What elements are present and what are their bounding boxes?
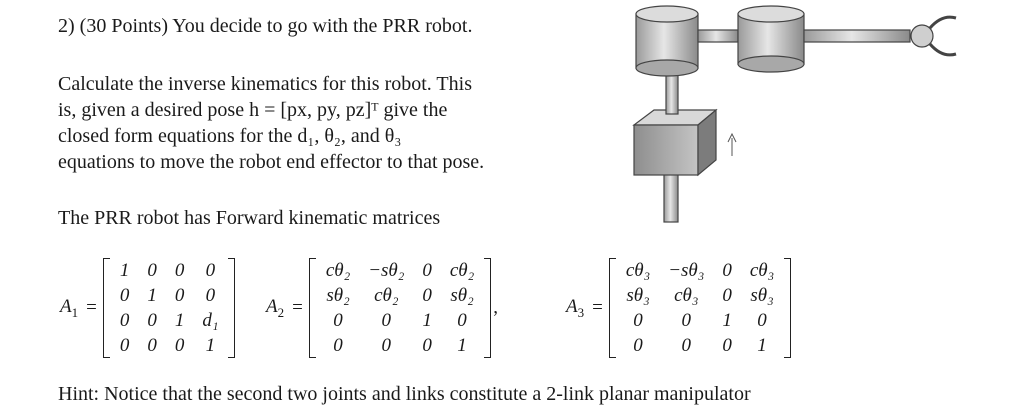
matrix-cell: 0 — [681, 309, 692, 331]
prismatic-box-side — [697, 108, 717, 177]
task-line-4: equations to move the robot end effector… — [58, 151, 485, 173]
prismatic-box — [633, 124, 699, 176]
matrix-cell: d₁ — [202, 309, 219, 331]
matrix-cell: cθ₂ — [374, 284, 399, 306]
matrix-row: 0 0 0 1 — [317, 333, 483, 358]
matrix-cell: 0 — [147, 309, 157, 331]
matrix-cell: 0 — [119, 309, 130, 331]
matrix-cell: −sθ₂ — [368, 259, 405, 281]
matrix-a2: A2 = cθ₂ −sθ₂ 0 cθ₂ sθ₂ cθ₂ 0 sθ₂ 0 0 1 … — [266, 256, 502, 360]
equals-sign: = — [86, 297, 97, 318]
matrix-cell: 0 — [422, 259, 432, 281]
link-2 — [697, 29, 739, 43]
base-rod — [663, 169, 679, 223]
matrix-cell: sθ₂ — [450, 284, 474, 306]
matrix-cell: 0 — [633, 309, 643, 331]
matrix-cell: 1 — [422, 309, 432, 331]
matrix-cell: 0 — [381, 309, 392, 331]
motion-arrow — [727, 132, 737, 156]
matrix-row: 1 0 0 0 — [111, 258, 228, 283]
problem-heading: 2) (30 Points) You decide to go with the… — [58, 15, 473, 37]
matrix-cell: 0 — [457, 309, 467, 331]
matrix-row: cθ₃ −sθ₃ 0 cθ₃ — [617, 258, 783, 283]
task-line-3: closed form equations for the d₁, θ₂, an… — [58, 125, 402, 147]
matrix-cell: cθ₂ — [325, 259, 351, 281]
matrix-cell: cθ₃ — [674, 284, 699, 306]
matrix-row: sθ₂ cθ₂ 0 sθ₂ — [317, 283, 483, 308]
matrix-a2-label: A2 — [266, 295, 285, 320]
matrix-cell: −sθ₃ — [668, 259, 705, 281]
matrix-cell: 1 — [205, 334, 216, 356]
matrix-cell: 1 — [757, 334, 767, 356]
hint-text: Hint: Notice that the second two joints … — [58, 383, 751, 405]
matrix-cell: 0 — [119, 334, 130, 356]
matrix-row: 0 0 1 d₁ — [111, 308, 228, 333]
matrix-cell: 0 — [422, 334, 432, 356]
link-3 — [803, 29, 911, 43]
matrix-a3-table: cθ₃ −sθ₃ 0 cθ₃ sθ₃ cθ₃ 0 sθ₃ 0 0 1 0 0 0… — [617, 258, 783, 358]
forward-intro: The PRR robot has Forward kinematic matr… — [58, 207, 441, 229]
matrix-cell: 1 — [722, 309, 732, 331]
matrix-cell: 1 — [457, 334, 467, 356]
gripper-wrist — [910, 24, 934, 48]
matrix-a2-table: cθ₂ −sθ₂ 0 cθ₂ sθ₂ cθ₂ 0 sθ₂ 0 0 1 0 0 0… — [317, 258, 483, 358]
matrix-cell: 0 — [174, 284, 185, 306]
matrix-cell: 0 — [722, 284, 732, 306]
matrix-cell: 1 — [119, 259, 130, 281]
matrix-a2-brackets: cθ₂ −sθ₂ 0 cθ₂ sθ₂ cθ₂ 0 sθ₂ 0 0 1 0 0 0… — [308, 258, 492, 358]
matrix-a3-brackets: cθ₃ −sθ₃ 0 cθ₃ sθ₃ cθ₃ 0 sθ₃ 0 0 1 0 0 0… — [608, 258, 792, 358]
equals-sign: = — [292, 297, 303, 318]
matrix-cell: 0 — [333, 309, 343, 331]
task-line-2: is, given a desired pose h = [px, py, pz… — [58, 99, 448, 121]
matrix-cell: sθ₃ — [750, 284, 774, 306]
matrix-cell: 0 — [757, 309, 767, 331]
matrix-cell: 0 — [147, 259, 157, 281]
matrix-row: sθ₃ cθ₃ 0 sθ₃ — [617, 283, 783, 308]
matrix-cell: 0 — [681, 334, 692, 356]
matrix-cell: sθ₂ — [326, 284, 350, 306]
separator-comma: , — [493, 297, 498, 318]
joint-3-cylinder-bottom — [737, 55, 805, 73]
matrix-cell: 0 — [633, 334, 643, 356]
matrix-cell: 0 — [205, 284, 216, 306]
matrix-a1: A1 = 1 0 0 0 0 1 0 0 0 0 1 d₁ 0 — [60, 256, 236, 360]
equals-sign: = — [592, 297, 603, 318]
matrix-row: 0 0 1 0 — [317, 308, 483, 333]
matrix-a1-table: 1 0 0 0 0 1 0 0 0 0 1 d₁ 0 0 0 1 — [111, 258, 228, 358]
matrix-cell: 1 — [174, 309, 185, 331]
matrix-cell: 0 — [381, 334, 392, 356]
matrix-cell: 0 — [147, 334, 157, 356]
joint-2-cylinder-top — [635, 5, 699, 23]
matrix-row: cθ₂ −sθ₂ 0 cθ₂ — [317, 258, 483, 283]
matrix-a1-brackets: 1 0 0 0 0 1 0 0 0 0 1 d₁ 0 0 0 1 — [102, 258, 236, 358]
matrix-cell: 0 — [722, 334, 732, 356]
prr-robot-illustration — [632, 5, 957, 223]
matrix-cell: 0 — [333, 334, 343, 356]
matrix-row: 0 0 0 1 — [617, 333, 783, 358]
matrix-cell: sθ₃ — [626, 284, 650, 306]
joint-2-cylinder-bottom — [635, 59, 699, 77]
matrix-cell: cθ₃ — [625, 259, 651, 281]
matrix-cell: 0 — [119, 284, 130, 306]
matrix-a3-label: A3 — [566, 295, 585, 320]
gripper-jaw-upper — [928, 15, 957, 30]
matrix-cell: 0 — [174, 334, 185, 356]
matrix-a3: A3 = cθ₃ −sθ₃ 0 cθ₃ sθ₃ cθ₃ 0 sθ₃ 0 0 1 … — [566, 256, 792, 360]
task-line-1: Calculate the inverse kinematics for thi… — [58, 73, 472, 95]
matrix-a1-label: A1 — [60, 295, 79, 320]
matrix-row: 0 0 0 1 — [111, 333, 228, 358]
matrix-cell: 1 — [147, 284, 157, 306]
matrix-row: 0 0 1 0 — [617, 308, 783, 333]
matrix-cell: 0 — [422, 284, 432, 306]
joint-3-cylinder-top — [737, 5, 805, 23]
matrix-cell: cθ₃ — [749, 259, 775, 281]
matrix-cell: cθ₂ — [449, 259, 475, 281]
matrix-cell: 0 — [722, 259, 732, 281]
matrix-cell: 0 — [174, 259, 185, 281]
matrix-row: 0 1 0 0 — [111, 283, 228, 308]
matrix-cell: 0 — [205, 259, 216, 281]
gripper-jaw-lower — [928, 42, 957, 57]
